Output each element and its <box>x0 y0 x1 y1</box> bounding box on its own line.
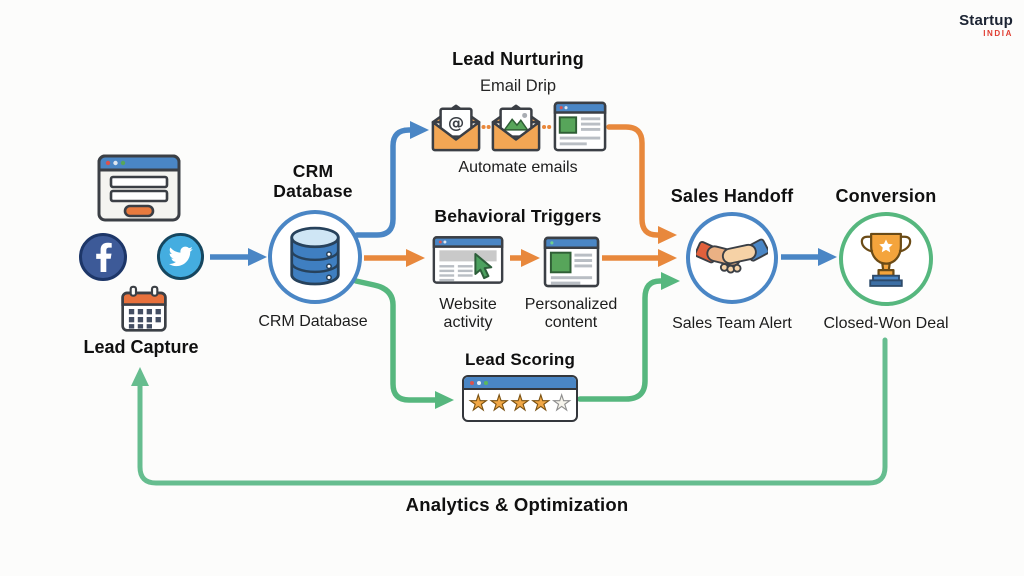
email-image-icon <box>491 104 541 152</box>
sales-team-alert-label: Sales Team Alert <box>672 315 792 332</box>
lead-capture-label: Lead Capture <box>83 337 199 357</box>
window-dot-red <box>470 380 474 385</box>
conversion-node <box>839 212 933 306</box>
star-icon: ★ <box>468 392 488 415</box>
star-icon: ★ <box>531 392 551 415</box>
behavioral-triggers-title: Behavioral Triggers <box>434 206 602 226</box>
trophy-icon <box>860 232 912 287</box>
sales-handoff-title: Sales Handoff <box>670 186 794 206</box>
crm-database-title: CRM Database <box>273 161 353 201</box>
calendar-icon <box>121 285 167 332</box>
lead-scoring-title: Lead Scoring <box>464 350 576 369</box>
twitter-icon <box>156 232 205 281</box>
website-activity-icon <box>432 236 504 284</box>
crm-database-label: CRM Database <box>258 313 368 330</box>
handshake-icon <box>696 238 768 274</box>
star-rating: ★★★★★ <box>464 390 576 418</box>
window-dot-light <box>477 380 481 385</box>
facebook-icon <box>79 233 127 281</box>
logo-country-text: INDIA <box>983 29 1013 38</box>
startup-india-logo: Startup INDIA <box>959 13 1013 38</box>
star-icon: ★ <box>552 392 572 415</box>
webpage-content-icon <box>553 101 607 152</box>
personalized-content-icon <box>543 236 600 288</box>
logo-brand-text: Startup <box>959 12 1013 29</box>
lead-nurturing-title: Lead Nurturing <box>452 49 584 69</box>
analytics-optimization-label: Analytics & Optimization <box>405 494 629 515</box>
conversion-title: Conversion <box>835 186 937 206</box>
lead-scoring-node: ★★★★★ <box>462 375 578 422</box>
email-drip-subtitle: Email Drip <box>479 77 557 95</box>
svg-text:@: @ <box>448 113 464 132</box>
crm-database-node <box>268 210 362 304</box>
star-icon: ★ <box>489 392 509 415</box>
scorebox-titlebar <box>464 377 576 390</box>
personalized-content-label: Personalized content <box>524 296 618 331</box>
star-icon: ★ <box>510 392 530 415</box>
email-at-icon: @ <box>431 104 481 152</box>
closed-won-deal-label: Closed-Won Deal <box>823 315 949 332</box>
website-activity-label: Website activity <box>439 296 497 331</box>
web-form-icon <box>97 154 181 222</box>
database-icon <box>290 226 340 286</box>
window-dot-green <box>484 380 488 385</box>
sales-handoff-node <box>686 212 778 304</box>
automate-emails-label: Automate emails <box>458 159 578 176</box>
